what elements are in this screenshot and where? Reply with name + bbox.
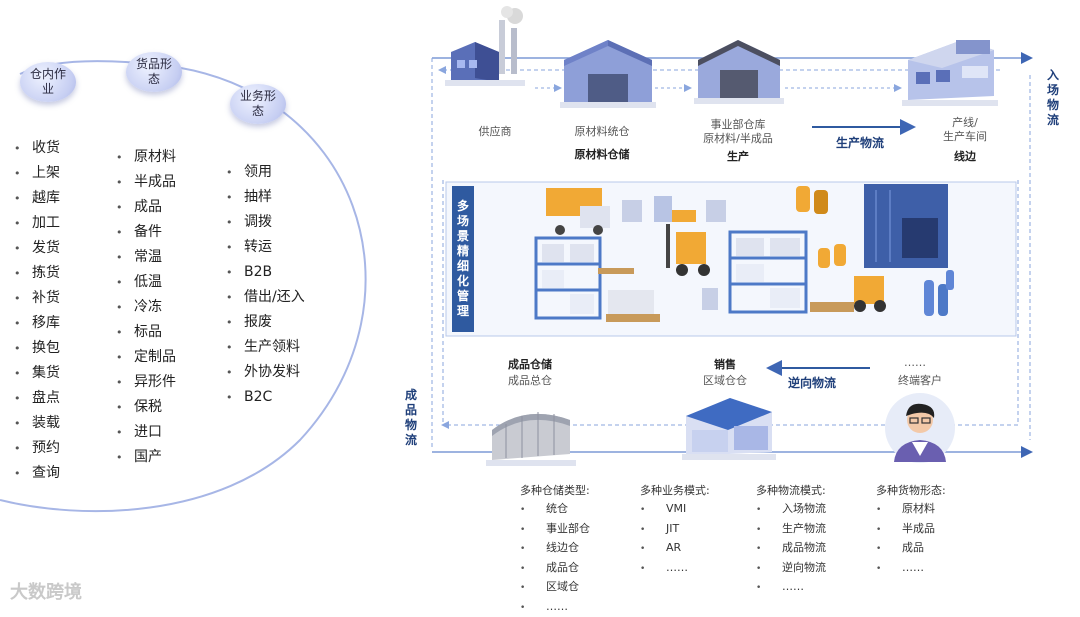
list-item: 生产物流 <box>756 520 826 540</box>
list-item: 统仓 <box>520 500 590 520</box>
regional-warehouse-icon <box>682 392 776 462</box>
watermark: 大数跨境 <box>10 578 82 604</box>
list-item: 半成品 <box>876 520 946 540</box>
reverse-flow-label: 逆向物流 <box>788 374 836 391</box>
scene-title: 多场景精细化管理 <box>452 186 474 332</box>
node-customer-label: 终端客户 <box>888 374 952 388</box>
bottom-list-logistics-modes: 多种物流模式:入场物流生产物流成品物流逆向物流…… <box>756 482 826 598</box>
list-item: 成品仓 <box>520 559 590 579</box>
list-item: AR <box>640 539 710 559</box>
factory-icon <box>445 6 535 90</box>
list-item: …… <box>876 559 946 579</box>
list-item: 事业部仓 <box>520 520 590 540</box>
warehouse-icon <box>560 36 656 112</box>
list-item: 入场物流 <box>756 500 826 520</box>
bottom-list-title: 多种业务模式: <box>640 482 710 500</box>
node-sales-category: 销售 <box>700 356 750 372</box>
list-item: JIT <box>640 520 710 540</box>
list-item: VMI <box>640 500 710 520</box>
dome-warehouse-icon <box>486 400 576 468</box>
production-line-icon <box>902 30 998 110</box>
node-finished-storage-category: 成品仓储 <box>500 356 560 372</box>
node-raw-warehouse-label: 原材料统仓 <box>562 125 642 139</box>
list-item: …… <box>756 578 826 598</box>
list-item: …… <box>520 598 590 617</box>
node-line-label: 产线/ 生产车间 <box>930 116 1000 144</box>
node-customer-category: …… <box>904 356 926 369</box>
bottom-list-title: 多种物流模式: <box>756 482 826 500</box>
bottom-list-goods-forms: 多种货物形态:原材料半成品成品…… <box>876 482 946 578</box>
node-production-category: 生产 <box>700 148 776 164</box>
inbound-flow-label: 入场物流 <box>1046 68 1060 128</box>
division-warehouse-icon <box>694 34 784 108</box>
bottom-list-title: 多种货物形态: <box>876 482 946 500</box>
production-flow-label: 生产物流 <box>836 134 884 151</box>
warehouse-scene-illustration <box>480 184 1014 334</box>
node-lineside-category: 线边 <box>930 148 1000 164</box>
finished-flow-label: 成品物流 <box>404 388 418 448</box>
bottom-list-business-modes: 多种业务模式:VMIJITAR…… <box>640 482 710 578</box>
list-item: 成品物流 <box>756 539 826 559</box>
node-regional-warehouse-label: 区域仓仓 <box>694 374 756 388</box>
list-item: 原材料 <box>876 500 946 520</box>
list-item: 成品 <box>876 539 946 559</box>
node-division-label: 事业部仓库 原材料/半成品 <box>690 118 786 146</box>
customer-avatar-icon <box>882 392 958 464</box>
list-item: 线边仓 <box>520 539 590 559</box>
node-supplier-label: 供应商 <box>470 125 520 139</box>
list-item: 逆向物流 <box>756 559 826 579</box>
node-raw-storage-category: 原材料仓储 <box>562 146 642 162</box>
bottom-list-title: 多种仓储类型: <box>520 482 590 500</box>
node-finished-warehouse-label: 成品总仓 <box>500 374 560 388</box>
bottom-list-storage-types: 多种仓储类型:统仓事业部仓线边仓成品仓区域仓…… <box>520 482 590 617</box>
list-item: …… <box>640 559 710 579</box>
list-item: 区域仓 <box>520 578 590 598</box>
